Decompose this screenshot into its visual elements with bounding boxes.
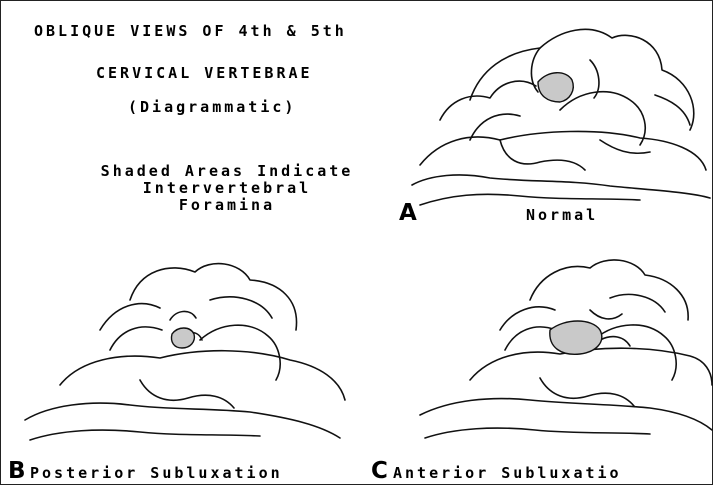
vertebrae-drawing-posterior-subluxation — [25, 264, 345, 440]
vertebrae-drawing-anterior-subluxation — [420, 260, 712, 438]
panel-letter-a: A — [399, 200, 417, 226]
vertebrae-drawing-normal — [412, 29, 710, 205]
panel-letter-b: B — [8, 458, 26, 484]
panel-caption-b: Posterior Subluxation — [30, 464, 283, 482]
panel-letter-c: C — [371, 458, 388, 484]
panel-caption-c: Anterior Subluxatio — [393, 464, 622, 482]
panel-caption-a: Normal — [526, 206, 598, 224]
